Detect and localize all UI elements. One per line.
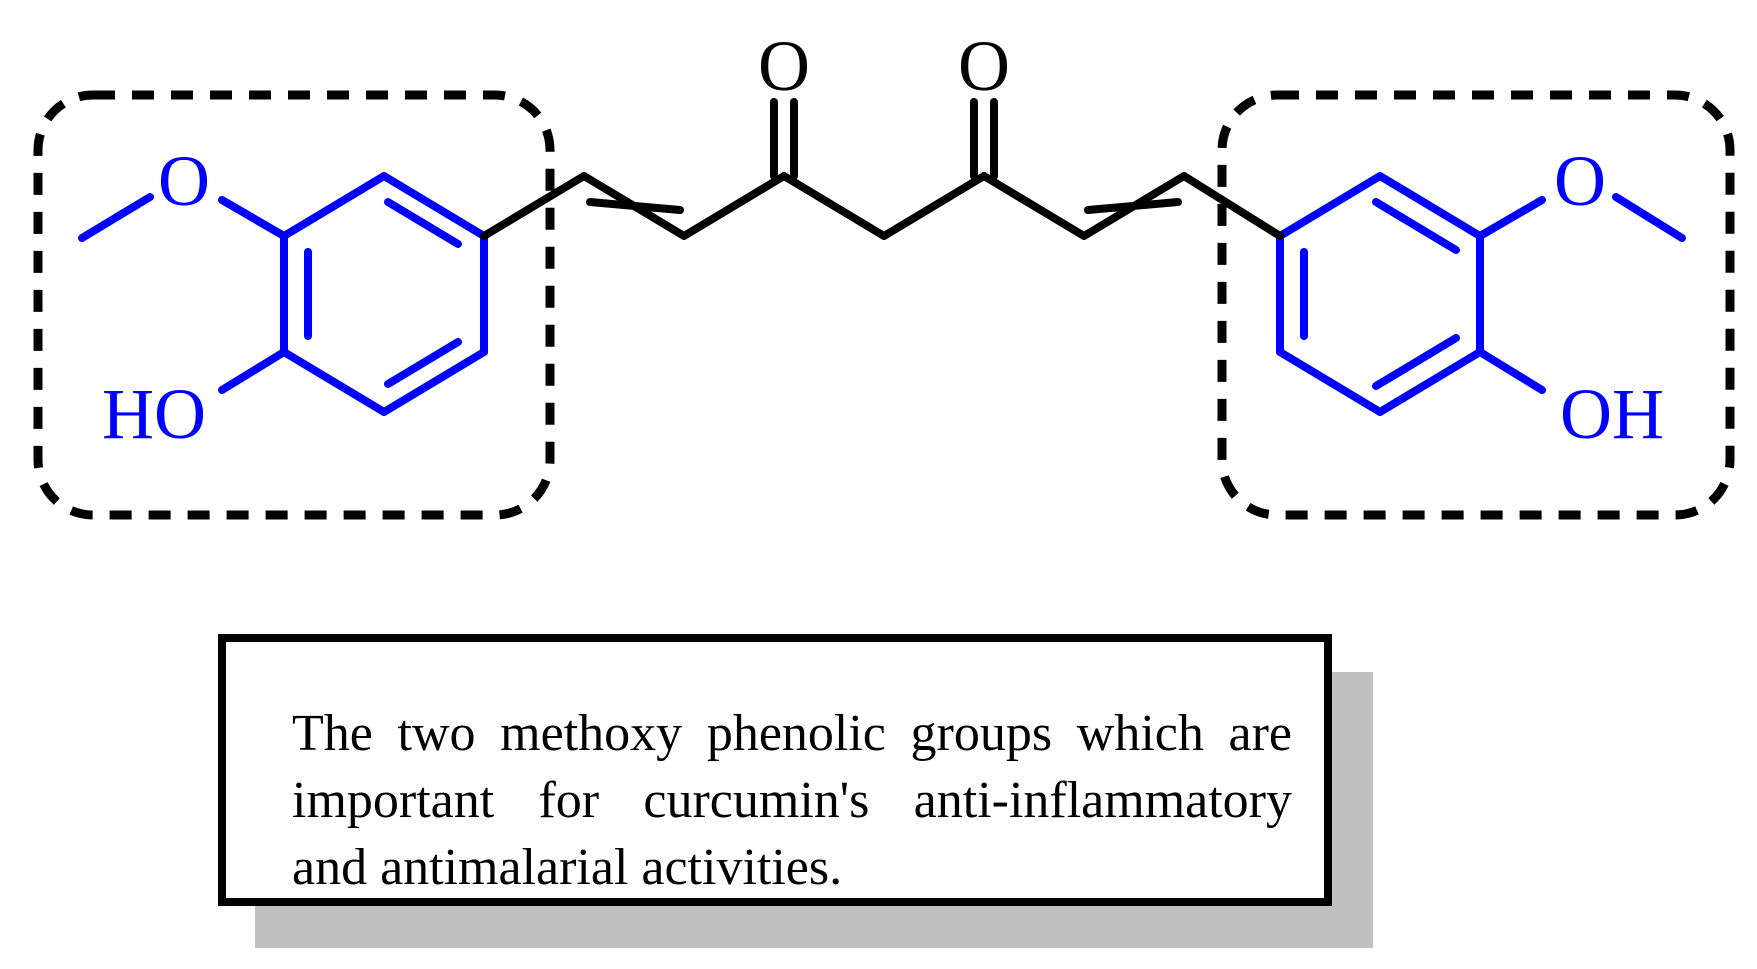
caption-line-2: important for curcumin's anti-inflammato… <box>292 772 1292 829</box>
right-hydroxyl-label: OH <box>1560 374 1664 454</box>
right-methoxy-oxygen-label: O <box>1554 141 1606 221</box>
left-hydroxyl-label: HO <box>102 374 206 454</box>
caption-line-1: The two methoxy phenolic groups which ar… <box>292 705 1292 762</box>
heptadienedione-backbone <box>480 98 1284 240</box>
carbonyl-oxygen-2-label: O <box>958 26 1010 106</box>
left-methoxyphenol-group <box>78 172 488 416</box>
carbonyl-oxygen-1-label: O <box>758 26 810 106</box>
left-highlight-box <box>33 90 555 520</box>
right-highlight-box <box>1217 90 1735 520</box>
caption-line-3: and antimalarial activities. <box>292 839 843 896</box>
left-methoxy-oxygen-label: O <box>158 141 210 221</box>
caption-text: The two methoxy phenolic groups which ar… <box>292 700 1292 901</box>
caption-box: The two methoxy phenolic groups which ar… <box>218 634 1332 906</box>
right-methoxyphenol-group <box>1276 172 1686 416</box>
